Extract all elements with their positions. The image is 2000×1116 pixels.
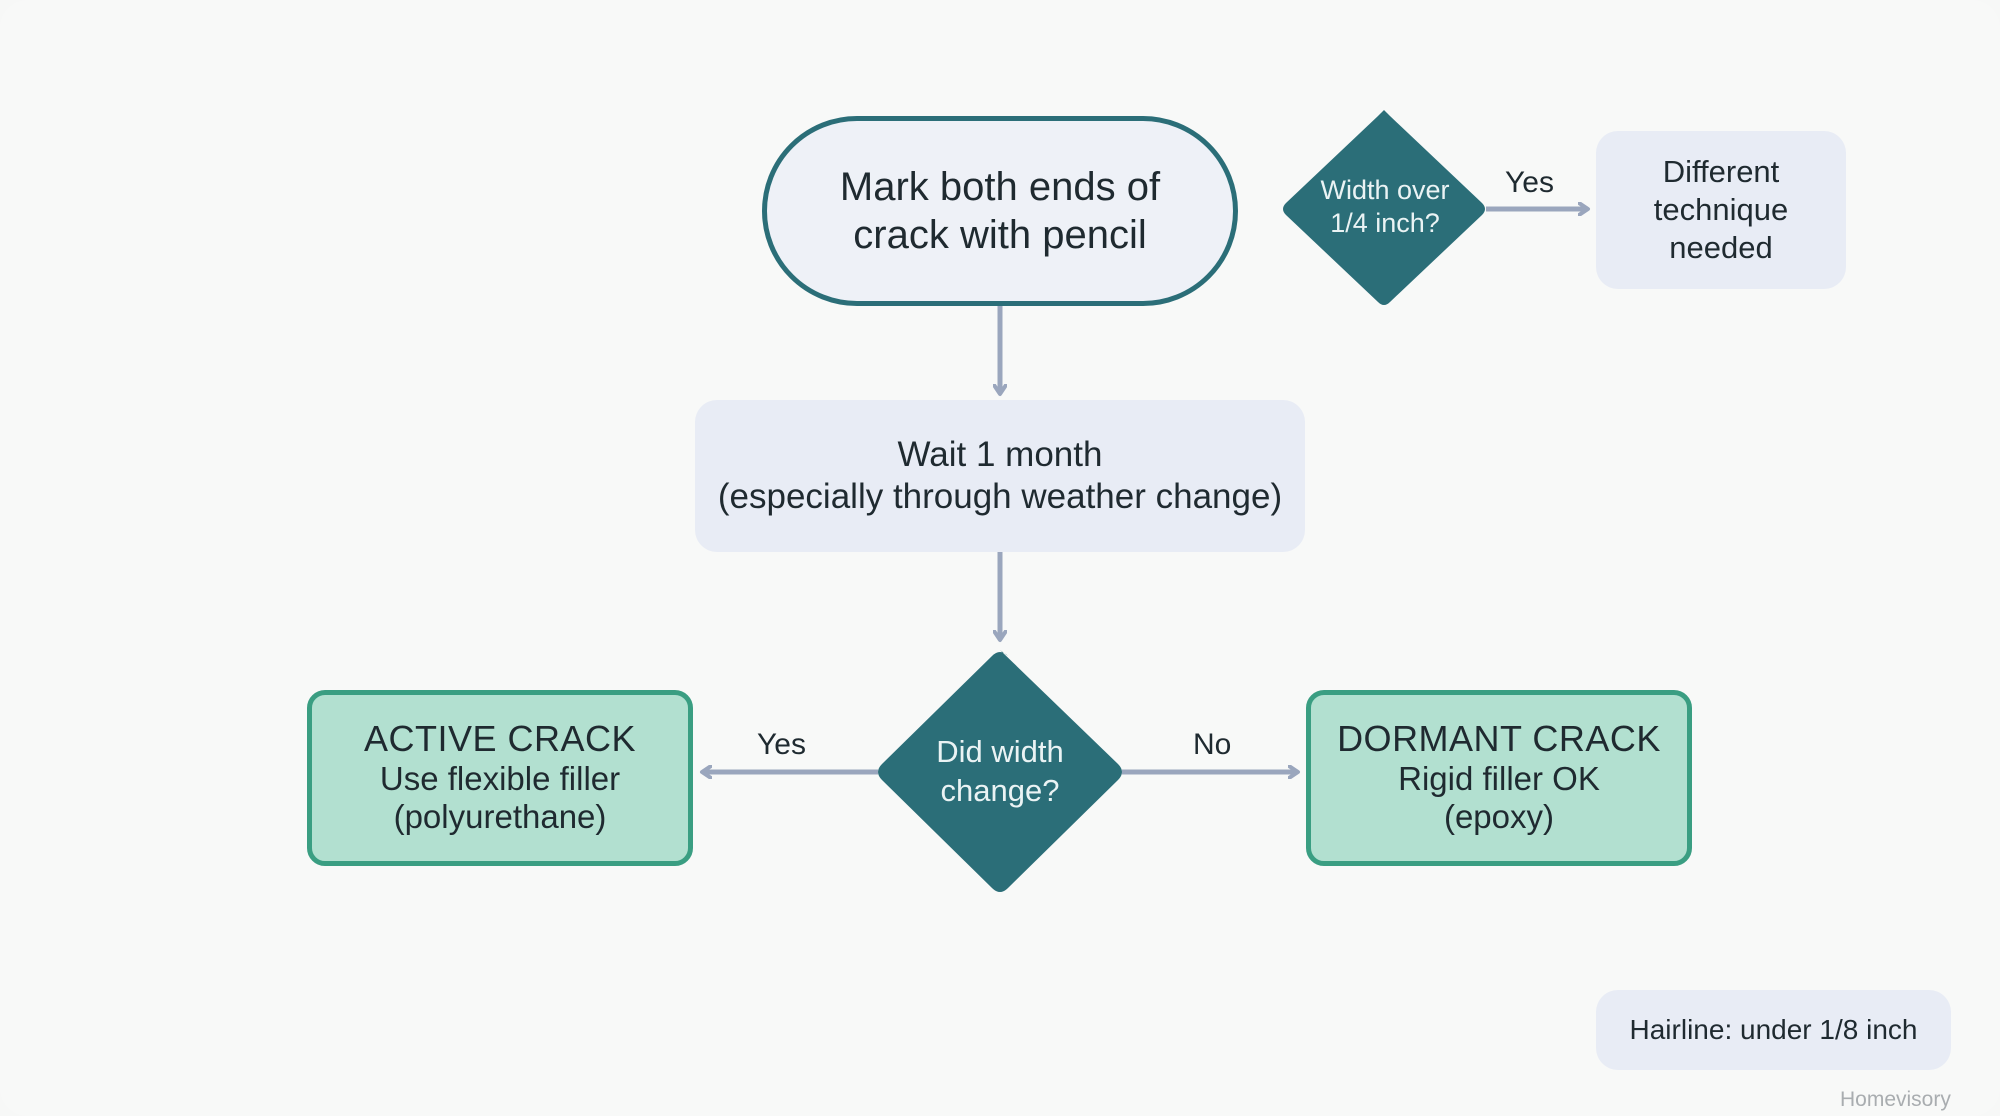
edge-label-change-yes: Yes [757, 728, 806, 761]
decision-width-over-quarter-diamond [1283, 110, 1485, 305]
width-change-label: Did width change? [880, 732, 1120, 810]
hairline-note: Hairline: under 1/8 inch [1596, 990, 1951, 1070]
active-title: ACTIVE CRACK [363, 718, 637, 759]
different-line-1: Different [1662, 154, 1780, 189]
width-check-label: Width over 1/4 inch? [1280, 174, 1490, 240]
different-line-2: technique [1653, 192, 1789, 227]
start-line-1: Mark both ends of [839, 165, 1161, 209]
edge-label-change-no: No [1193, 728, 1232, 761]
brand-watermark: Homevisory [1840, 1088, 1951, 1111]
active-crack-node: ACTIVE CRACK Use flexible filler (polyur… [307, 690, 693, 866]
decision-width-change-diamond [878, 650, 1122, 892]
dormant-line-2: (epoxy) [1443, 798, 1555, 835]
different-technique-node: Different technique needed [1596, 131, 1846, 289]
dormant-crack-node: DORMANT CRACK Rigid filler OK (epoxy) [1306, 690, 1692, 866]
width-change-line-1: Did width [936, 734, 1064, 769]
start-line-2: crack with pencil [853, 213, 1147, 257]
wait-line-1: Wait 1 month [897, 435, 1103, 474]
edge-label-width-yes: Yes [1505, 166, 1554, 199]
dormant-line-1: Rigid filler OK [1398, 760, 1600, 797]
width-check-line-2: 1/4 inch? [1330, 208, 1440, 238]
active-line-2: (polyurethane) [393, 798, 607, 835]
start-node: Mark both ends of crack with pencil [762, 116, 1238, 306]
width-check-line-1: Width over [1320, 175, 1450, 205]
different-line-3: needed [1669, 230, 1773, 265]
wait-line-2: (especially through weather change) [717, 477, 1283, 516]
active-line-1: Use flexible filler [379, 760, 621, 797]
wait-node: Wait 1 month (especially through weather… [695, 400, 1305, 552]
dormant-title: DORMANT CRACK [1337, 718, 1661, 759]
width-change-line-2: change? [940, 773, 1060, 808]
